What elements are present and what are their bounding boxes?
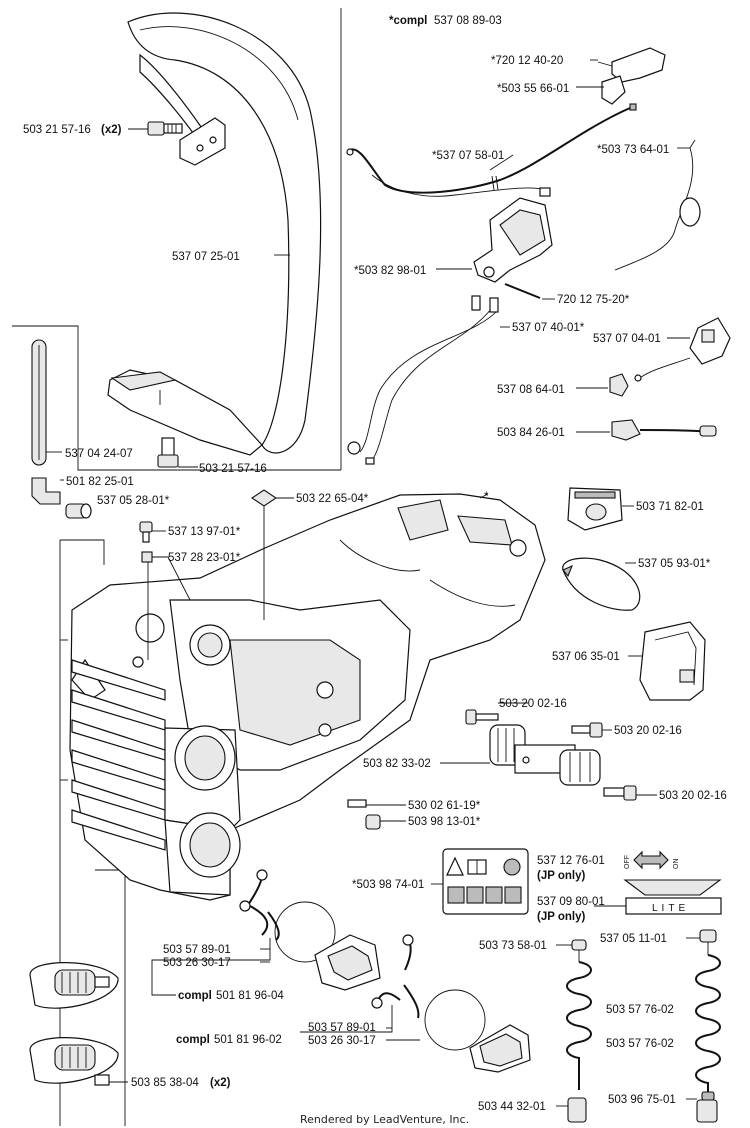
label-jp-only-b: (JP only) [537, 911, 586, 923]
label-720-12-40-20: *720 12 40-20 [491, 55, 563, 67]
label-503-82-33-02: 503 82 33-02 [363, 758, 431, 770]
label-503-73-64-01: *503 73 64-01 [597, 144, 669, 156]
label-kit-compl: *compl [389, 15, 427, 27]
label-537-06-35-01: 537 06 35-01 [552, 651, 620, 663]
label-503-44-32-01: 503 44 32-01 [478, 1101, 546, 1113]
label-503-26-30-17-b: 503 26 30-17 [308, 1035, 376, 1047]
cooling-fins [71, 659, 166, 851]
label-503-98-74-01: *503 98 74-01 [352, 879, 424, 891]
spring-left [566, 939, 592, 1123]
label-503-21-57-16: 503 21 57-16 [199, 463, 267, 475]
av-buffer-bottom [29, 1037, 119, 1086]
decal-off-text: OFF [624, 855, 631, 869]
av-spring-b [371, 934, 531, 1073]
stop-switch-wire [347, 295, 499, 465]
screw-b [571, 722, 603, 738]
label-503-85-38-04: 503 85 38-04 [131, 1077, 199, 1089]
label-503-82-98-01: *503 82 98-01 [354, 265, 426, 277]
screw-washer [347, 799, 381, 830]
label-jp-only-a: (JP only) [537, 870, 586, 882]
label-537-08-64-01: 537 08 64-01 [497, 384, 565, 396]
label-537-07-58-01: *537 07 58-01 [432, 150, 504, 162]
screw-top [147, 121, 183, 136]
label-501-82-25-01: 501 82 25-01 [66, 476, 134, 488]
label-720-12-75-20: 720 12 75-20* [557, 294, 630, 306]
label-537-07-04-01: 537 07 04-01 [593, 333, 661, 345]
label-compl-b: compl [176, 1034, 210, 1046]
throttle-trigger [473, 197, 553, 283]
label-530-02-61-19: 530 02 61-19* [408, 800, 481, 812]
grommet-switch [609, 373, 629, 397]
front-handle [107, 12, 322, 456]
labels: *compl 537 08 89-03 *720 12 40-20 *503 5… [23, 15, 727, 1113]
mount-holes [164, 725, 241, 896]
label-compl-b-num: 501 81 96-02 [214, 1034, 282, 1046]
damper-assembly [489, 724, 601, 786]
label-x2-b: (x2) [210, 1077, 231, 1089]
label-star: * [484, 491, 489, 503]
lite-decal-text: LITE [652, 903, 689, 914]
label-503-84-26-01: 503 84 26-01 [497, 427, 565, 439]
label-503-20-02-16-c: 503 20 02-16 [659, 790, 727, 802]
label-503-26-30-17-a: 503 26 30-17 [163, 957, 231, 969]
label-537-07-25-01: 537 07 25-01 [172, 251, 240, 263]
av-spring-a [239, 869, 381, 991]
decal-on-text: ON [673, 859, 680, 870]
footer-credit: Rendered by LeadVenture, Inc. [300, 1113, 469, 1126]
label-503-57-89-01-b: 503 57 89-01 [308, 1022, 376, 1034]
cover-pad [562, 557, 641, 611]
side-cover [639, 621, 706, 701]
label-kit-compl-num: 537 08 89-03 [434, 15, 502, 27]
fuel-tube [31, 339, 47, 466]
throttle-lockout [597, 47, 666, 105]
label-503-98-13-01: 503 98 13-01* [408, 816, 481, 828]
screw-a [465, 709, 499, 725]
label-503-21-57-16-x2: 503 21 57-16 [23, 124, 91, 136]
label-537-07-40-01: 537 07 40-01* [512, 322, 585, 334]
label-537-09-80-01: 537 09 80-01 [537, 896, 605, 908]
label-537-04-24-07: 537 04 24-07 [65, 448, 133, 460]
label-503-22-65-04: 503 22 65-04* [296, 493, 369, 505]
screw-c [603, 785, 637, 801]
label-537-13-97-01: 537 13 97-01* [168, 526, 241, 538]
spring-wire [614, 139, 701, 271]
label-537-05-11-01: 537 05 11-01 [600, 933, 667, 945]
screw-bottom [157, 437, 179, 468]
pin [504, 283, 541, 299]
label-503-57-76-02-a: 503 57 76-02 [606, 1004, 674, 1016]
screw-nut [139, 521, 153, 660]
label-503-20-02-16-a: 503 20 02-16 [499, 698, 567, 710]
label-x2-a: (x2) [101, 124, 122, 136]
leader-lines [274, 59, 690, 328]
spring-right [695, 929, 721, 1123]
label-503-71-82-01: 503 71 82-01 [636, 501, 704, 513]
label-537-12-76-01: 537 12 76-01 [537, 855, 605, 867]
stop-switch [634, 317, 731, 382]
label-537-05-28-01: 537 05 28-01* [97, 495, 170, 507]
label-537-28-23-01: 537 28 23-01* [168, 552, 241, 564]
ground-wire [611, 419, 717, 441]
label-compl-a-num: 501 81 96-04 [216, 990, 284, 1002]
label-503-57-76-02-b: 503 57 76-02 [606, 1038, 674, 1050]
label-503-55-66-01: *503 55 66-01 [497, 83, 569, 95]
elbow-fitting [31, 477, 61, 505]
warning-decal [442, 848, 529, 915]
label-503-73-58-01: 503 73 58-01 [479, 940, 547, 952]
throttle-cable [346, 103, 637, 197]
label-503-96-75-01: 503 96 75-01 [608, 1094, 676, 1106]
lite-decal: LITE [623, 879, 722, 915]
label-503-57-89-01-a: 503 57 89-01 [163, 944, 231, 956]
label-537-05-93-01: 537 05 93-01* [638, 558, 711, 570]
switch-housing [567, 487, 623, 531]
on-off-decal: OFF ON [624, 850, 680, 870]
grommet [65, 503, 92, 519]
label-503-20-02-16-b: 503 20 02-16 [614, 725, 682, 737]
av-buffer-top [29, 962, 119, 1009]
label-compl-a: compl [178, 990, 212, 1002]
